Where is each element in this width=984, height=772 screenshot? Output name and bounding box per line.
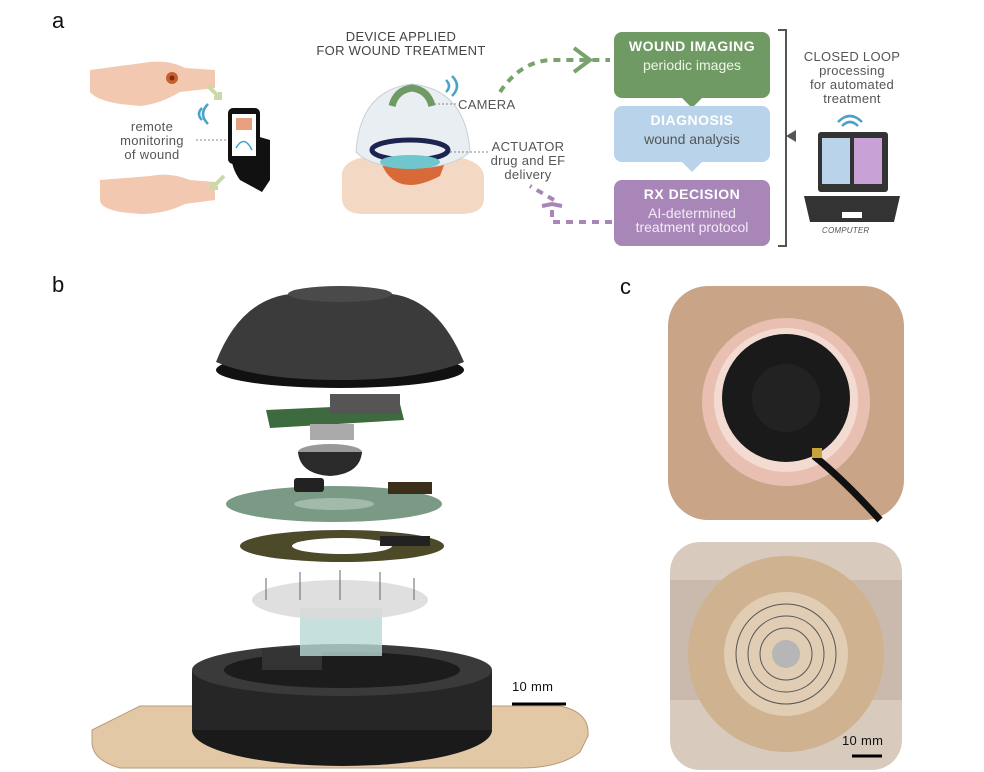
wound-device-illustration	[341, 83, 485, 214]
wound-imaging-box: WOUND IMAGING periodic images	[614, 32, 770, 98]
electrode-plate	[252, 570, 428, 656]
dome-cover	[216, 286, 464, 388]
outer-housing-ring	[192, 644, 492, 766]
circuit-board-middle	[226, 478, 442, 522]
wifi-icon-device	[445, 75, 459, 97]
panel-a-label: a	[52, 8, 65, 33]
camera-lens	[298, 444, 362, 476]
wifi-icon	[197, 103, 209, 125]
scale-label-c: 10 mm	[842, 733, 884, 748]
wound-imaging-sub: periodic images	[642, 57, 742, 73]
panel-b-label: b	[52, 272, 65, 297]
processing-board	[266, 394, 404, 440]
circuit-board-lower	[240, 530, 444, 562]
computer-label: COMPUTER	[822, 226, 870, 235]
diagnosis-box: DIAGNOSIS wound analysis	[614, 106, 770, 162]
rx-decision-title: RX DECISION	[643, 186, 741, 202]
closed-loop-bracket	[778, 29, 787, 247]
arrow-from-rx	[550, 208, 612, 224]
upper-hand-icon	[90, 61, 215, 106]
arrow-down-icon	[206, 84, 222, 100]
diagnosis-title: DIAGNOSIS	[650, 112, 734, 128]
arrow-down-icon-2	[210, 174, 226, 190]
diagnosis-sub: wound analysis	[644, 131, 740, 147]
laptop-icon	[804, 132, 900, 222]
lower-hand-icon	[100, 174, 215, 214]
device-photo-top	[668, 286, 904, 523]
wifi-icon-laptop	[837, 114, 863, 127]
wound-imaging-title: WOUND IMAGING	[628, 38, 756, 54]
scale-label-b: 10 mm	[512, 679, 554, 694]
panel-c-label: c	[620, 274, 631, 299]
device-photo-bottom	[670, 542, 902, 770]
camera-label: CAMERA	[458, 97, 516, 112]
smartphone-icon	[228, 108, 270, 192]
